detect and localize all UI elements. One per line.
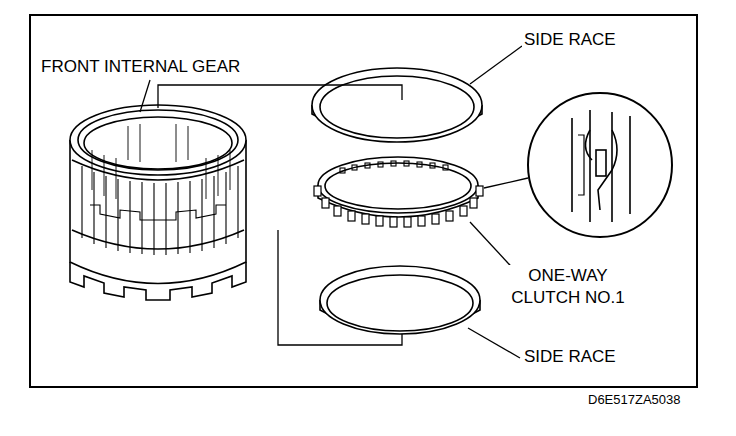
part-name: SIDE RACE bbox=[522, 346, 618, 368]
leader-line bbox=[140, 46, 528, 358]
part-name: FRONT INTERNAL GEAR bbox=[39, 56, 242, 78]
part-name: ONE-WAY CLUTCH NO.1 bbox=[498, 265, 638, 309]
part-name: SIDE RACE bbox=[522, 29, 618, 51]
detail-magnifier bbox=[528, 93, 672, 237]
frame bbox=[30, 15, 697, 387]
figure-code: D6E517ZA5038 bbox=[586, 392, 683, 408]
front-internal-gear bbox=[70, 105, 246, 300]
side-race bbox=[312, 68, 482, 142]
side-race bbox=[320, 266, 480, 334]
one-way-clutch bbox=[314, 157, 483, 227]
